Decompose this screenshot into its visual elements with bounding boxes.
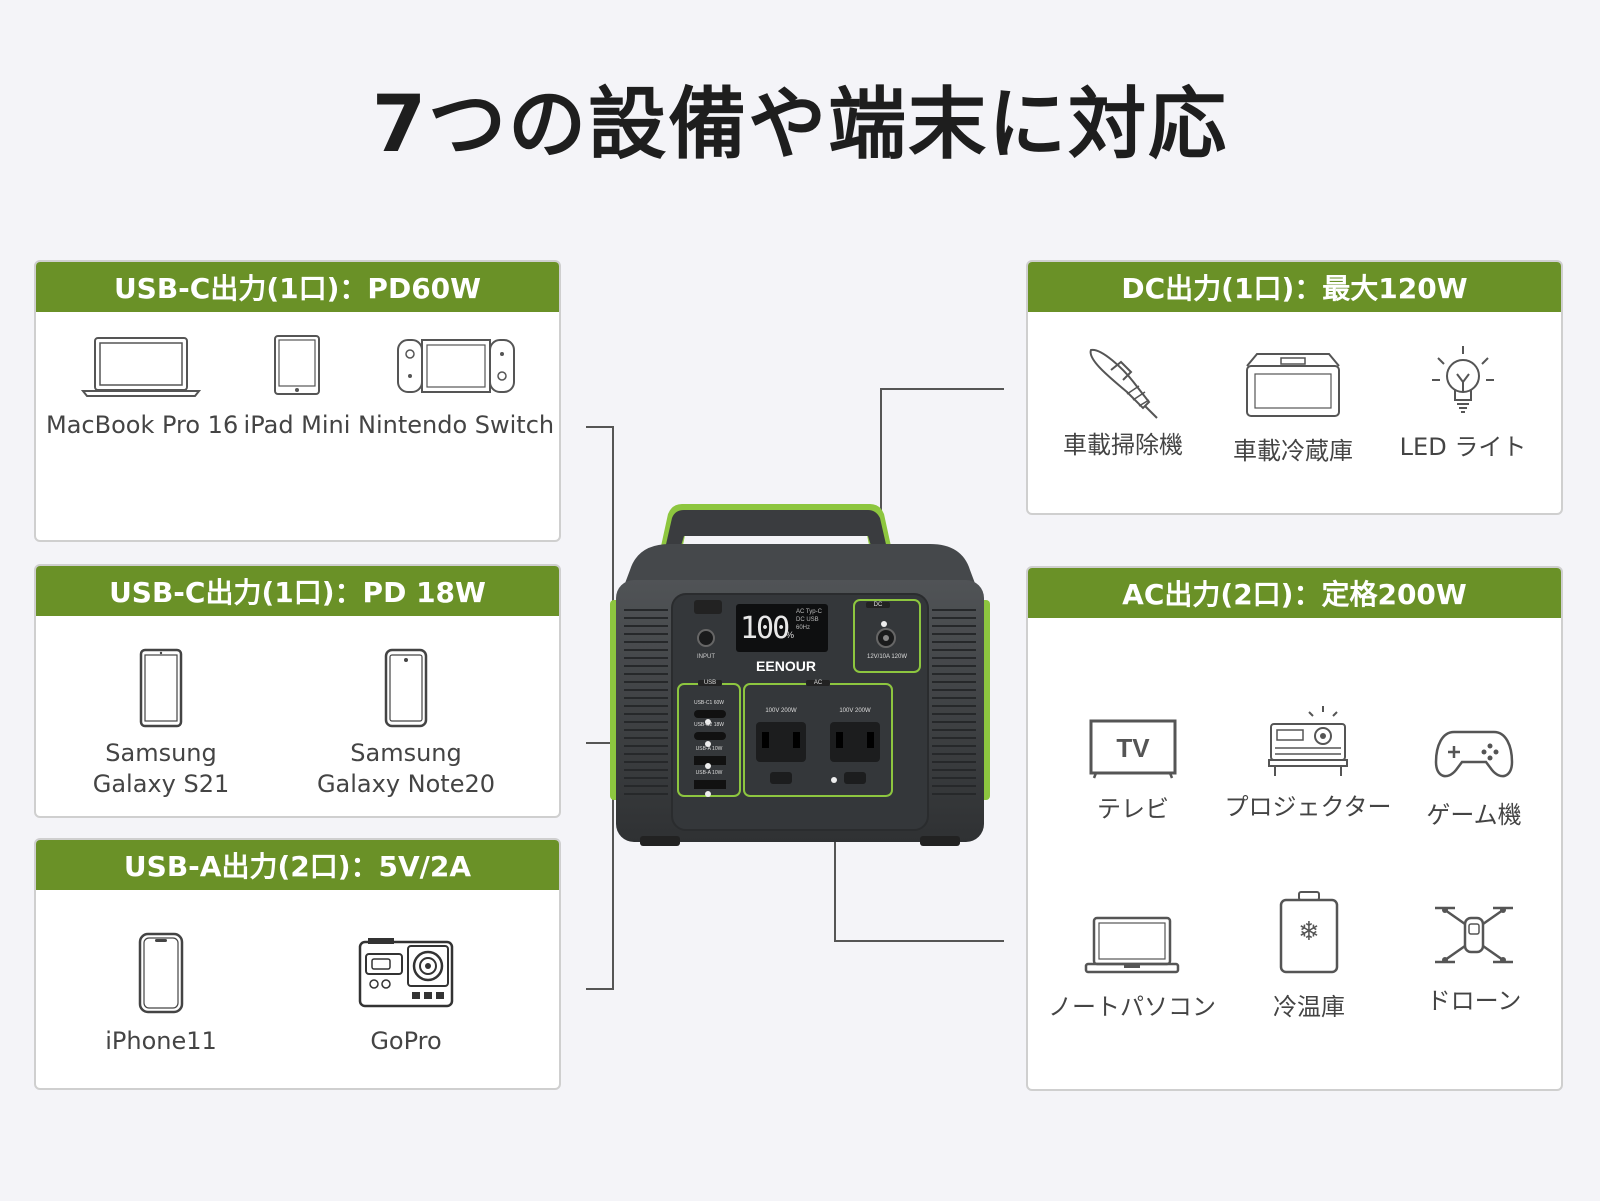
laptop-icon: [1084, 916, 1180, 974]
device-led-light: LED ライト: [1388, 342, 1538, 463]
device-gopro: GoPro: [326, 936, 486, 1057]
smartphone-icon: [138, 932, 184, 1014]
card-usbc-18w: USB-C出力(1口)：PD 18W Samsung Galaxy S21 Sa…: [34, 564, 561, 818]
input-label: INPUT: [697, 654, 715, 660]
device-galaxy-s21: Samsung Galaxy S21: [76, 648, 246, 800]
device-macbook: MacBook Pro 16: [46, 334, 239, 441]
item-label: MacBook Pro 16: [46, 411, 239, 439]
connector-ac-v: [834, 780, 836, 942]
tablet-icon: [274, 335, 320, 395]
item-label: ノートパソコン: [1048, 993, 1216, 1021]
laptop-icon: [81, 337, 201, 397]
item-label: Nintendo Switch: [358, 411, 555, 439]
device-galaxy-note20: Samsung Galaxy Note20: [306, 648, 506, 800]
connector-usba-h: [586, 988, 614, 990]
dc-badge: DC: [866, 602, 890, 608]
mini-fridge-icon: ❄: [1279, 891, 1339, 974]
item-label: iPhone11: [105, 1027, 217, 1055]
ac1-label: 100V 200W: [765, 708, 797, 714]
device-switch: Nintendo Switch: [358, 334, 554, 441]
card-header: USB-A出力(2口)：5V/2A: [36, 840, 559, 890]
card-header: USB-C出力(1口)：PD60W: [36, 262, 559, 312]
projector-icon: [1268, 706, 1348, 776]
usb-badge: USB: [698, 680, 722, 686]
svg-text:❄: ❄: [1298, 917, 1320, 947]
connector-usbc60-v: [612, 426, 614, 724]
svg-text:TV: TV: [1116, 733, 1150, 763]
ac-badge: AC: [806, 680, 830, 686]
power-station-illustration: [610, 504, 990, 846]
item-label: GoPro: [370, 1027, 442, 1055]
cooler-box-icon: [1246, 353, 1340, 417]
connector-usba-v: [612, 780, 614, 990]
smartphone-icon: [384, 648, 428, 728]
ac2-label: 100V 200W: [839, 708, 871, 714]
device-iphone11: iPhone11: [86, 932, 236, 1057]
item-label: ゲーム機: [1426, 801, 1522, 829]
device-laptop: ノートパソコン: [1042, 914, 1222, 1023]
card-usba: USB-A出力(2口)：5V/2A iPhone11 GoPro: [34, 838, 561, 1090]
device-car-fridge: 車載冷蔵庫: [1218, 350, 1368, 467]
device-ipad: iPad Mini: [242, 334, 352, 441]
light-bulb-icon: [1432, 346, 1494, 413]
item-label: iPad Mini: [243, 411, 351, 439]
usb-a1-label: USB-A 10W: [695, 746, 723, 752]
power-station: 100 % AC Typ-C DC USB 60Hz EENOUR INPUT …: [610, 500, 990, 866]
item-label-line1: Samsung: [105, 739, 217, 767]
item-label: ドローン: [1426, 987, 1522, 1015]
gamepad-icon: [1434, 730, 1514, 778]
page-title: 7つの設備や端末に対応: [371, 80, 1229, 170]
usb-a2-label: USB-A 10W: [695, 770, 723, 776]
dc-rating-label: 12V/10A 120W: [866, 654, 908, 660]
item-label: 車載掃除機: [1063, 431, 1183, 459]
smartphone-icon: [139, 648, 183, 728]
drone-icon: [1435, 906, 1513, 964]
card-ac: AC出力(2口)：定格200W TV テレビ プロジェクター ゲーム機 ノートパ…: [1026, 566, 1563, 1091]
usb-c2-label: USB-C2 18W: [693, 722, 724, 728]
card-header: AC出力(2口)：定格200W: [1028, 568, 1561, 618]
lcd-percent: %: [786, 630, 795, 640]
tv-icon: TV: [1089, 719, 1177, 779]
device-projector: プロジェクター: [1218, 702, 1398, 823]
handheld-vacuum-icon: [1089, 348, 1158, 419]
lcd-battery-readout: 100: [740, 611, 790, 646]
card-usbc-60w: USB-C出力(1口)：PD60W MacBook Pro 16 iPad Mi…: [34, 260, 561, 542]
usb-c1-label: USB-C1 60W: [693, 700, 724, 706]
connector-dc-h: [880, 388, 1004, 390]
device-drone: ドローン: [1396, 894, 1552, 1017]
item-label: テレビ: [1097, 795, 1169, 823]
device-vacuum: 車載掃除機: [1048, 344, 1198, 461]
item-label: 車載冷蔵庫: [1233, 437, 1353, 465]
item-label: プロジェクター: [1224, 793, 1392, 821]
device-mini-fridge: ❄ 冷温庫: [1234, 890, 1384, 1023]
card-header: DC出力(1口)：最大120W: [1028, 262, 1561, 312]
device-game-console: ゲーム機: [1396, 726, 1552, 831]
item-label-line1: Samsung: [350, 739, 462, 767]
brand-logo: EENOUR: [756, 658, 816, 674]
action-camera-icon: [358, 938, 454, 1008]
item-label-line2: Galaxy Note20: [316, 770, 496, 798]
item-label: LED ライト: [1399, 433, 1527, 461]
game-console-icon: [397, 339, 515, 393]
item-label: 冷温庫: [1273, 993, 1345, 1021]
connector-usbc60-h: [586, 426, 612, 428]
device-tv: TV テレビ: [1058, 718, 1208, 825]
lcd-mode-indicators: AC Typ-C DC USB 60Hz: [796, 609, 822, 631]
card-dc: DC出力(1口)：最大120W 車載掃除機 車載冷蔵庫 LED ライト: [1026, 260, 1563, 515]
card-header: USB-C出力(1口)：PD 18W: [36, 566, 559, 616]
item-label-line2: Galaxy S21: [92, 770, 230, 798]
connector-ac-h: [834, 940, 1004, 942]
